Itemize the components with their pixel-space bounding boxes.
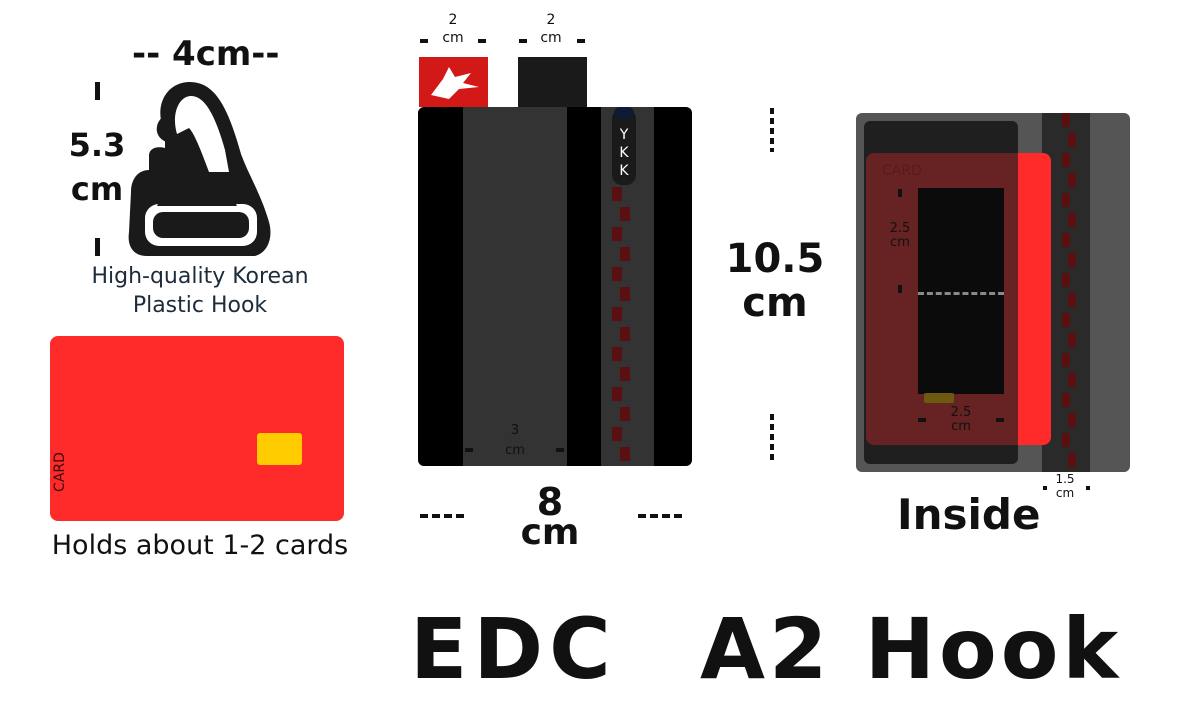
wallet-width-label-unit: cm [520,512,580,553]
inside-card-label: CARD [882,163,922,179]
inside-side-label-value: 1.5 [1055,472,1075,486]
zipper-pull: Y K K [612,107,636,185]
inside-chip [924,393,954,403]
hook-caption-line-1: High-quality Korean [91,264,309,289]
hook-height-tick-bottom [95,238,100,256]
hook-height-tick-top [95,82,100,100]
inside-slot-label-value: 2.5 [889,221,911,236]
inside-card-edge [1018,153,1051,445]
card-illustration: CARD [50,336,344,521]
inner-width-label-unit: cm [505,443,525,458]
hook-height-label-unit: cm [70,170,124,208]
tab-right-label-unit: cm [540,30,562,46]
inside-slot-divider [918,292,1004,295]
tab-left-label-unit: cm [442,30,464,46]
inside-caption: Inside [897,490,1041,539]
wallet-width-dash-l [420,514,466,518]
wallet-body: Y K K 3 cm [418,107,692,466]
tab-left-label-value: 2 [448,12,458,28]
inside-side-tick-l [1043,486,1047,490]
wallet-height-label-unit: cm [742,280,808,326]
plastic-hook-icon [128,82,271,256]
wallet-width-dash-r [638,514,684,518]
inside-bottom-tick-l [918,418,926,422]
title-word-1: EDC [410,600,617,698]
inside-slot-tick-top [898,189,902,197]
zipper-pull-top [614,107,634,119]
tab-left-tick-r [478,39,486,43]
hook-height-label-value: 5.3 [68,126,126,164]
inside-slot [918,188,1004,394]
inner-width-label-value: 3 [510,423,520,438]
tab-right-block [518,57,587,107]
wallet-left-band [463,107,567,466]
tab-right-tick-l [519,39,527,43]
inner-width-tick-l [465,448,473,452]
tab-left-tick-l [420,39,428,43]
zipper-brand-3: K [619,163,629,179]
zipper-track [612,187,630,461]
card-caption: Holds about 1-2 cards [51,530,349,561]
title-word-2: A2 Hook [700,600,1123,698]
tab-right-label-value: 2 [546,12,556,28]
zipper-brand-2: K [619,145,629,161]
wallet-height-dash-bottom [770,414,774,464]
inside-bottom-tick-r [996,418,1004,422]
inside-side-tick-r [1086,486,1090,490]
wallet-height-label-value: 10.5 [725,236,825,282]
inside-slot-label-unit: cm [890,235,910,250]
inside-bottom-label-unit: cm [951,419,971,434]
bird-logo-icon [431,67,479,99]
hook-caption-line-2: Plastic Hook [132,293,268,318]
inside-wallet: CARD 2.5 cm 2.5 cm [856,113,1130,472]
zipper-brand-1: Y [619,127,629,143]
tab-right-tick-r [577,39,585,43]
wallet-height-dash-top [770,108,774,152]
card-label: CARD [51,452,68,492]
inside-slot-tick-bottom [898,285,902,293]
inside-side-label-unit: cm [1055,486,1075,500]
tab-left-logo [419,57,488,107]
wallet-width-label-value: 8 [536,480,564,524]
card-chip [257,433,302,465]
inner-width-tick-r [556,448,564,452]
inside-bottom-label-value: 2.5 [950,405,972,420]
inside-zipper-track [1062,113,1076,467]
hook-width-label: -- 4cm-- [132,34,280,74]
